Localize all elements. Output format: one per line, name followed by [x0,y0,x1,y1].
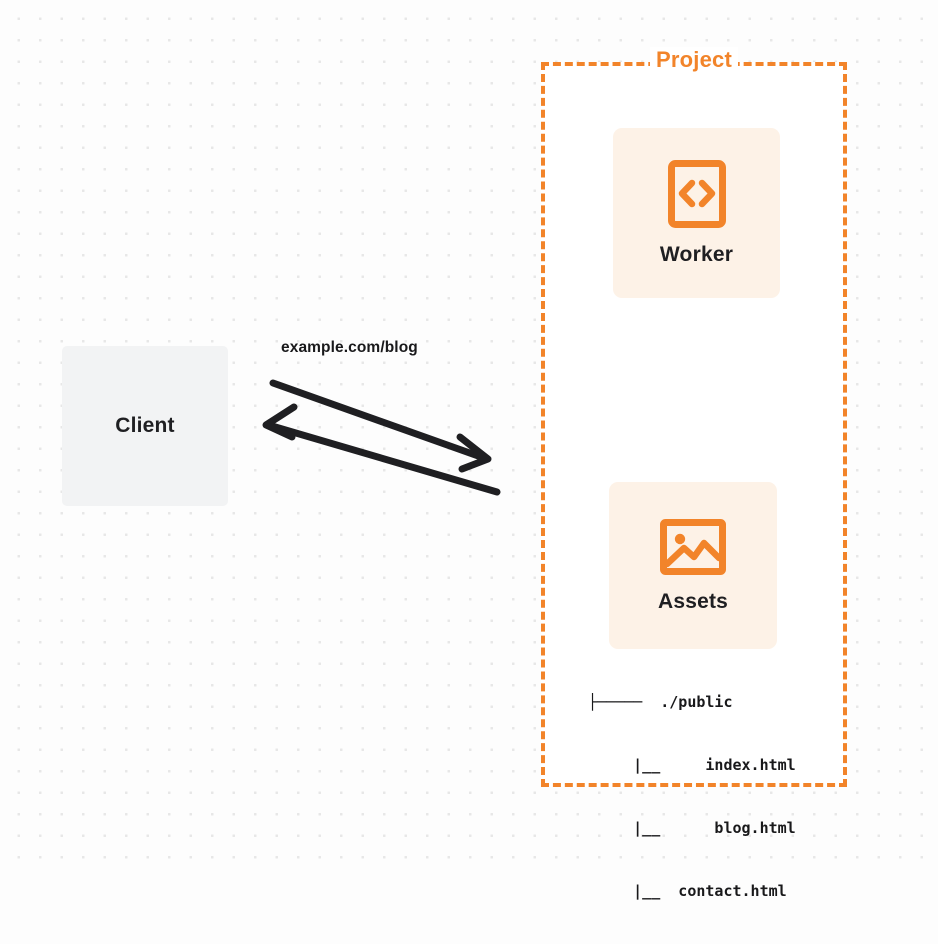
node-client[interactable]: Client [62,346,228,506]
edge-label-url: example.com/blog [281,339,418,356]
node-client-label: Client [115,414,175,437]
bidirectional-arrows [262,379,501,496]
node-assets-label: Assets [657,589,729,613]
code-brackets-icon [667,159,727,229]
arrow-response [262,403,501,496]
file-tree-line: ├───── ./public [588,693,733,711]
file-tree-line: |__ blog.html [588,819,796,837]
diagram-canvas: Client example.com/blog Project Worker [62,47,847,900]
node-worker-label: Worker [659,243,734,266]
file-tree: ├───── ./public |__ index.html |__ blog.… [588,650,796,944]
node-assets[interactable]: Assets [609,482,777,649]
file-tree-line: |__ contact.html [588,882,787,900]
image-picture-icon [659,518,727,576]
container-project-title: Project [541,47,847,73]
arrow-request [269,379,492,473]
node-worker[interactable]: Worker [613,128,780,298]
file-tree-line: |__ index.html [588,756,796,774]
container-project-title-text: Project [650,47,738,72]
